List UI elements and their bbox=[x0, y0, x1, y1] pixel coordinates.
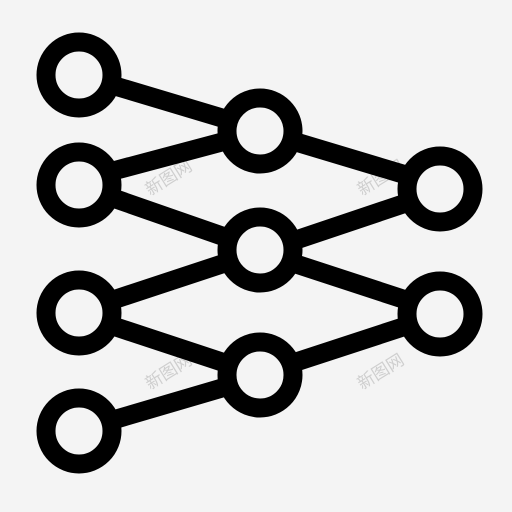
node-circle bbox=[36, 32, 122, 118]
edge bbox=[103, 316, 232, 372]
node-circle bbox=[397, 271, 483, 357]
edge bbox=[103, 132, 232, 181]
node-circle bbox=[36, 142, 122, 228]
edge bbox=[286, 316, 416, 372]
node-circle bbox=[217, 332, 303, 418]
node-circle bbox=[217, 88, 303, 174]
edge bbox=[105, 76, 232, 128]
edge bbox=[286, 254, 416, 310]
edge bbox=[103, 378, 232, 430]
watermark-text: 新图网 bbox=[354, 350, 408, 394]
node-circle bbox=[36, 270, 122, 356]
edge bbox=[286, 193, 416, 250]
nodes bbox=[36, 32, 483, 474]
node-circle bbox=[217, 207, 303, 293]
edge bbox=[103, 188, 232, 246]
node-circle bbox=[36, 388, 122, 474]
node-circle bbox=[397, 146, 483, 232]
edge bbox=[103, 254, 232, 310]
edges bbox=[103, 76, 416, 430]
edge bbox=[286, 132, 416, 185]
